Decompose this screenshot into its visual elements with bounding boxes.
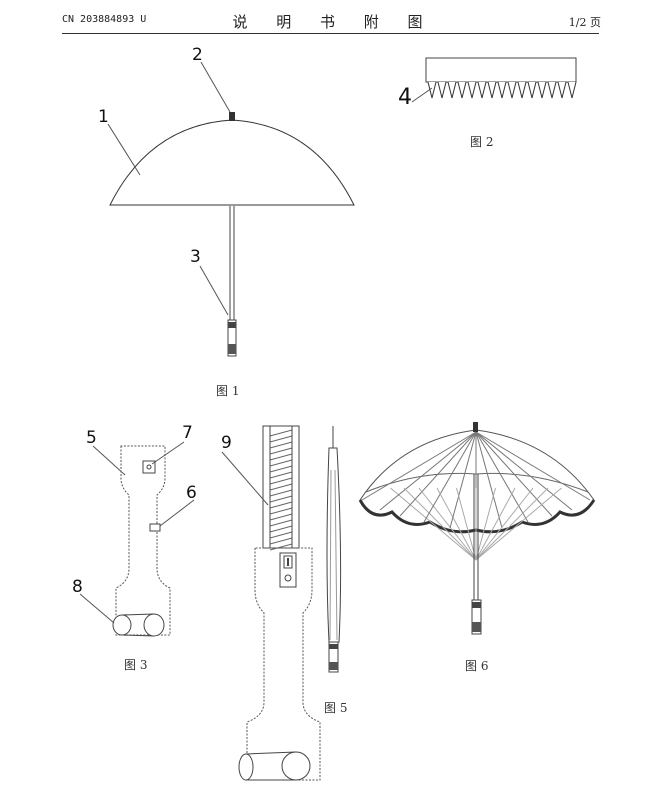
fig1-handle — [227, 319, 237, 357]
fig2-tooth — [537, 81, 547, 99]
fig6-rib — [379, 431, 477, 511]
fig5-hatch-line — [269, 483, 293, 491]
fig6-stretcher — [390, 487, 477, 561]
figure-1-umbrella: 1 2 3 图 1 — [98, 45, 355, 398]
fig5-label-9: 9 — [221, 433, 232, 453]
fig6-caption: 图 6 — [465, 659, 488, 673]
fig2-tooth — [497, 81, 507, 99]
fig6-stretcher — [475, 487, 516, 561]
fig5-hatch-line — [269, 507, 293, 515]
fig2-teeth — [427, 81, 577, 99]
fig5-hatch-line — [269, 435, 293, 443]
fig5-hatch-line — [269, 525, 293, 533]
fig1-caption: 图 1 — [216, 384, 239, 398]
fig2-tooth — [427, 81, 437, 99]
figure-2-strip: 4 图 2 — [398, 57, 577, 149]
fig6-rib — [449, 431, 477, 529]
patent-number: CN 203884893 U — [62, 14, 147, 25]
fig5-shaft-hatch — [269, 429, 293, 551]
fig5-hatch-line — [269, 453, 293, 461]
fig5-hatch-line — [269, 447, 293, 455]
fig6-stretcher — [456, 487, 477, 561]
fig5-hatch-line — [269, 465, 293, 473]
fig6-rib — [475, 431, 503, 529]
fig3-caption: 图 3 — [124, 658, 147, 672]
fig6-stretcher — [475, 487, 562, 561]
fig6-stretcher — [475, 487, 549, 561]
fig2-tooth — [477, 81, 487, 99]
fig2-tooth — [457, 81, 467, 99]
fig5-hatch-line — [269, 495, 293, 503]
fig3-label-5: 5 — [86, 428, 97, 448]
fig6-stretcher — [436, 487, 477, 561]
folded-handle — [328, 641, 339, 673]
fig2-tooth — [507, 81, 517, 99]
fig6-rib — [475, 431, 529, 523]
fig3-clip — [149, 523, 161, 532]
fig5-hatch-line — [269, 543, 293, 551]
fig6-rib — [361, 431, 477, 501]
header-rule — [62, 33, 599, 34]
fig6-rib — [475, 431, 553, 517]
figure-3-handle: 5 7 6 8 图 3 — [72, 423, 197, 672]
fig6-ribs — [361, 431, 591, 561]
fig5-hatch-line — [269, 531, 293, 539]
figure-folded-umbrella — [326, 426, 342, 673]
fig3-label-7: 7 — [182, 423, 193, 443]
fig2-tooth — [547, 81, 557, 99]
fig5-hatch-line — [269, 471, 293, 479]
fig3-light-left — [112, 614, 132, 636]
figure-5-handle-detail: 9 图 5 — [221, 425, 347, 781]
fig3-label-8: 8 — [72, 577, 83, 597]
fig5-handle-outline — [246, 547, 321, 781]
fig5-hatch-line — [269, 489, 293, 497]
page-number: 1/2 页 — [568, 16, 601, 29]
fig1-canopy — [109, 119, 355, 206]
page-title: 说 明 书 附 图 — [232, 13, 435, 31]
fig5-light-left — [238, 753, 254, 781]
fig1-tip — [229, 112, 235, 121]
fig2-tooth — [527, 81, 537, 99]
fig2-label-4: 4 — [398, 85, 412, 110]
fig5-light-right — [281, 751, 311, 781]
fig3-light-right — [143, 613, 165, 637]
fig6-rib — [423, 431, 477, 523]
fig2-caption: 图 2 — [470, 135, 493, 149]
fig5-caption: 图 5 — [324, 701, 347, 715]
fig5-hatch-line — [269, 519, 293, 527]
fig6-canopy-top — [359, 429, 595, 501]
fig6-rib — [475, 431, 591, 501]
fig5-hatch-line — [269, 429, 293, 437]
fig6-stretcher — [403, 487, 477, 561]
fig1-label-1: 1 — [98, 107, 109, 127]
fig5-hatch-line — [269, 477, 293, 485]
fig6-stretcher — [418, 487, 477, 561]
fig2-tooth — [487, 81, 497, 99]
fig2-strip-body — [425, 57, 577, 83]
fig2-tooth — [437, 81, 447, 99]
fig6-rib — [399, 431, 477, 517]
fig6-stretcher — [475, 487, 496, 561]
fig5-hatch-line — [269, 513, 293, 521]
fig6-canopy-edge — [358, 499, 596, 534]
fig2-tooth — [447, 81, 457, 99]
fig5-hatch-line — [269, 441, 293, 449]
fig1-label-3: 3 — [190, 247, 201, 267]
fig3-label-6: 6 — [186, 483, 197, 503]
fig5-hatch-line — [269, 501, 293, 509]
figure-6-open-umbrella: 图 6 — [358, 422, 596, 673]
fig6-rib — [475, 431, 573, 511]
fig1-label-2: 2 — [192, 45, 203, 65]
fig2-tooth — [517, 81, 527, 99]
fig6-handle — [471, 599, 482, 635]
fig2-tooth — [567, 81, 577, 99]
fig6-stretcher — [475, 487, 534, 561]
fig5-hatch-line — [269, 537, 293, 545]
fig2-tooth — [557, 81, 567, 99]
fig5-hatch-line — [269, 459, 293, 467]
fig2-tooth — [467, 81, 477, 99]
fig3-handle-outline — [115, 445, 171, 636]
